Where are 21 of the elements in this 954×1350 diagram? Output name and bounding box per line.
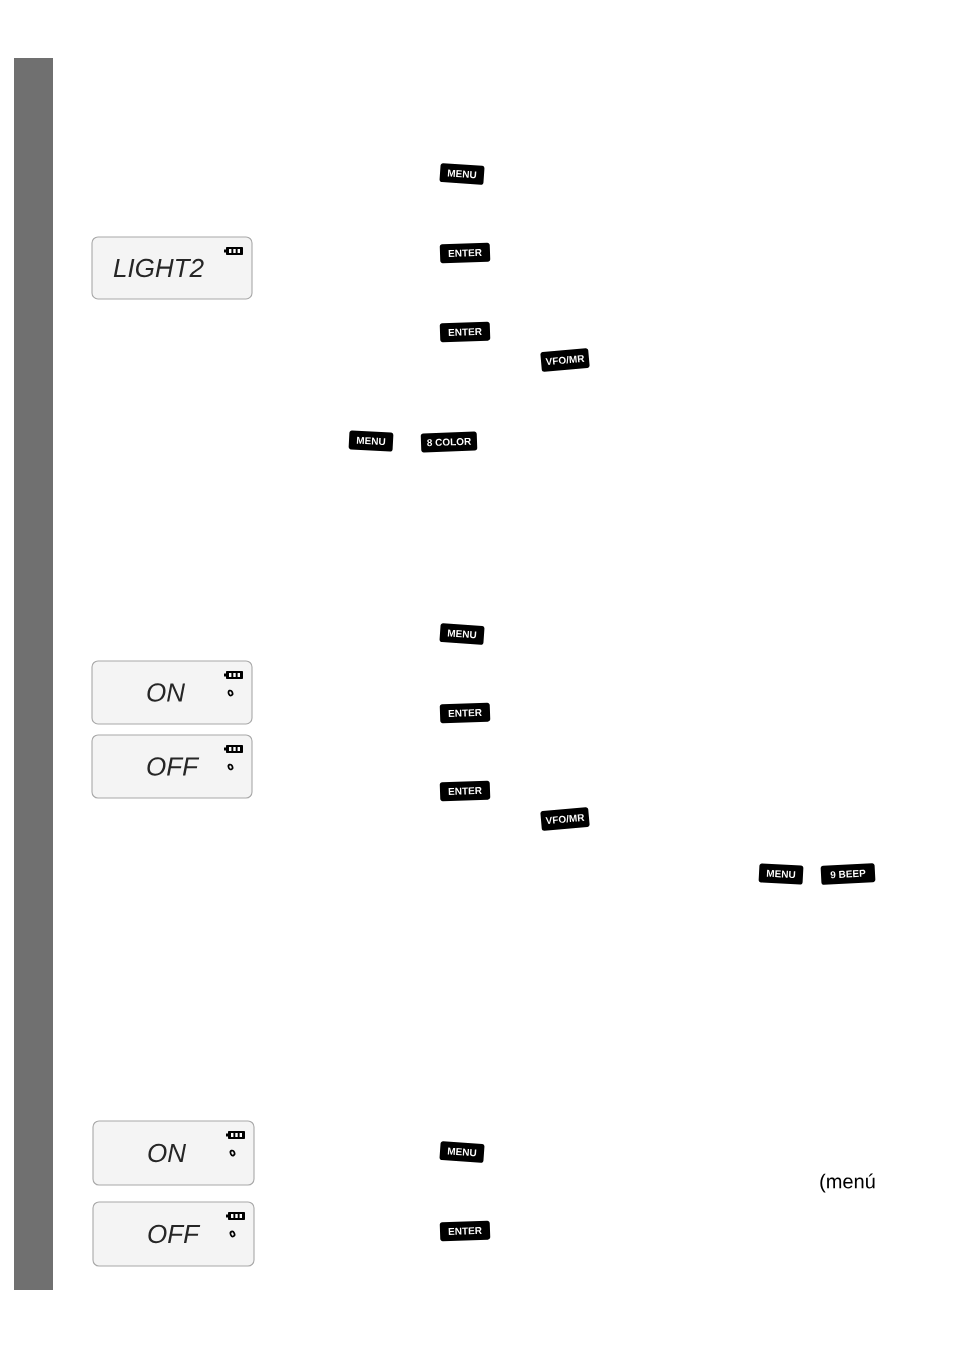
key-button: MENU bbox=[348, 430, 394, 452]
lcd-screen: LIGHT2 bbox=[91, 236, 253, 300]
key-button: ENTER bbox=[439, 321, 491, 343]
key-button: ENTER bbox=[439, 780, 491, 802]
body-text: (menú bbox=[820, 1173, 875, 1193]
lcd-screen: OFF bbox=[92, 1201, 255, 1267]
key-button: ENTER bbox=[439, 1220, 491, 1242]
key-button: 9 BEEP bbox=[820, 863, 876, 885]
key-button: MENU bbox=[439, 623, 485, 645]
key-button: VFO/MR bbox=[540, 807, 590, 831]
key-button: ENTER bbox=[439, 702, 491, 724]
key-button: MENU bbox=[758, 863, 804, 885]
key-button: 8 COLOR bbox=[420, 431, 478, 453]
key-button: MENU bbox=[439, 1141, 485, 1163]
key-button: VFO/MR bbox=[540, 348, 590, 372]
lcd-screen: OFF bbox=[91, 734, 253, 799]
side-bar bbox=[14, 58, 53, 1290]
lcd-screen: ON bbox=[92, 1120, 255, 1186]
lcd-screen: ON bbox=[91, 660, 253, 725]
key-button: ENTER bbox=[439, 242, 491, 264]
key-button: MENU bbox=[439, 163, 485, 185]
